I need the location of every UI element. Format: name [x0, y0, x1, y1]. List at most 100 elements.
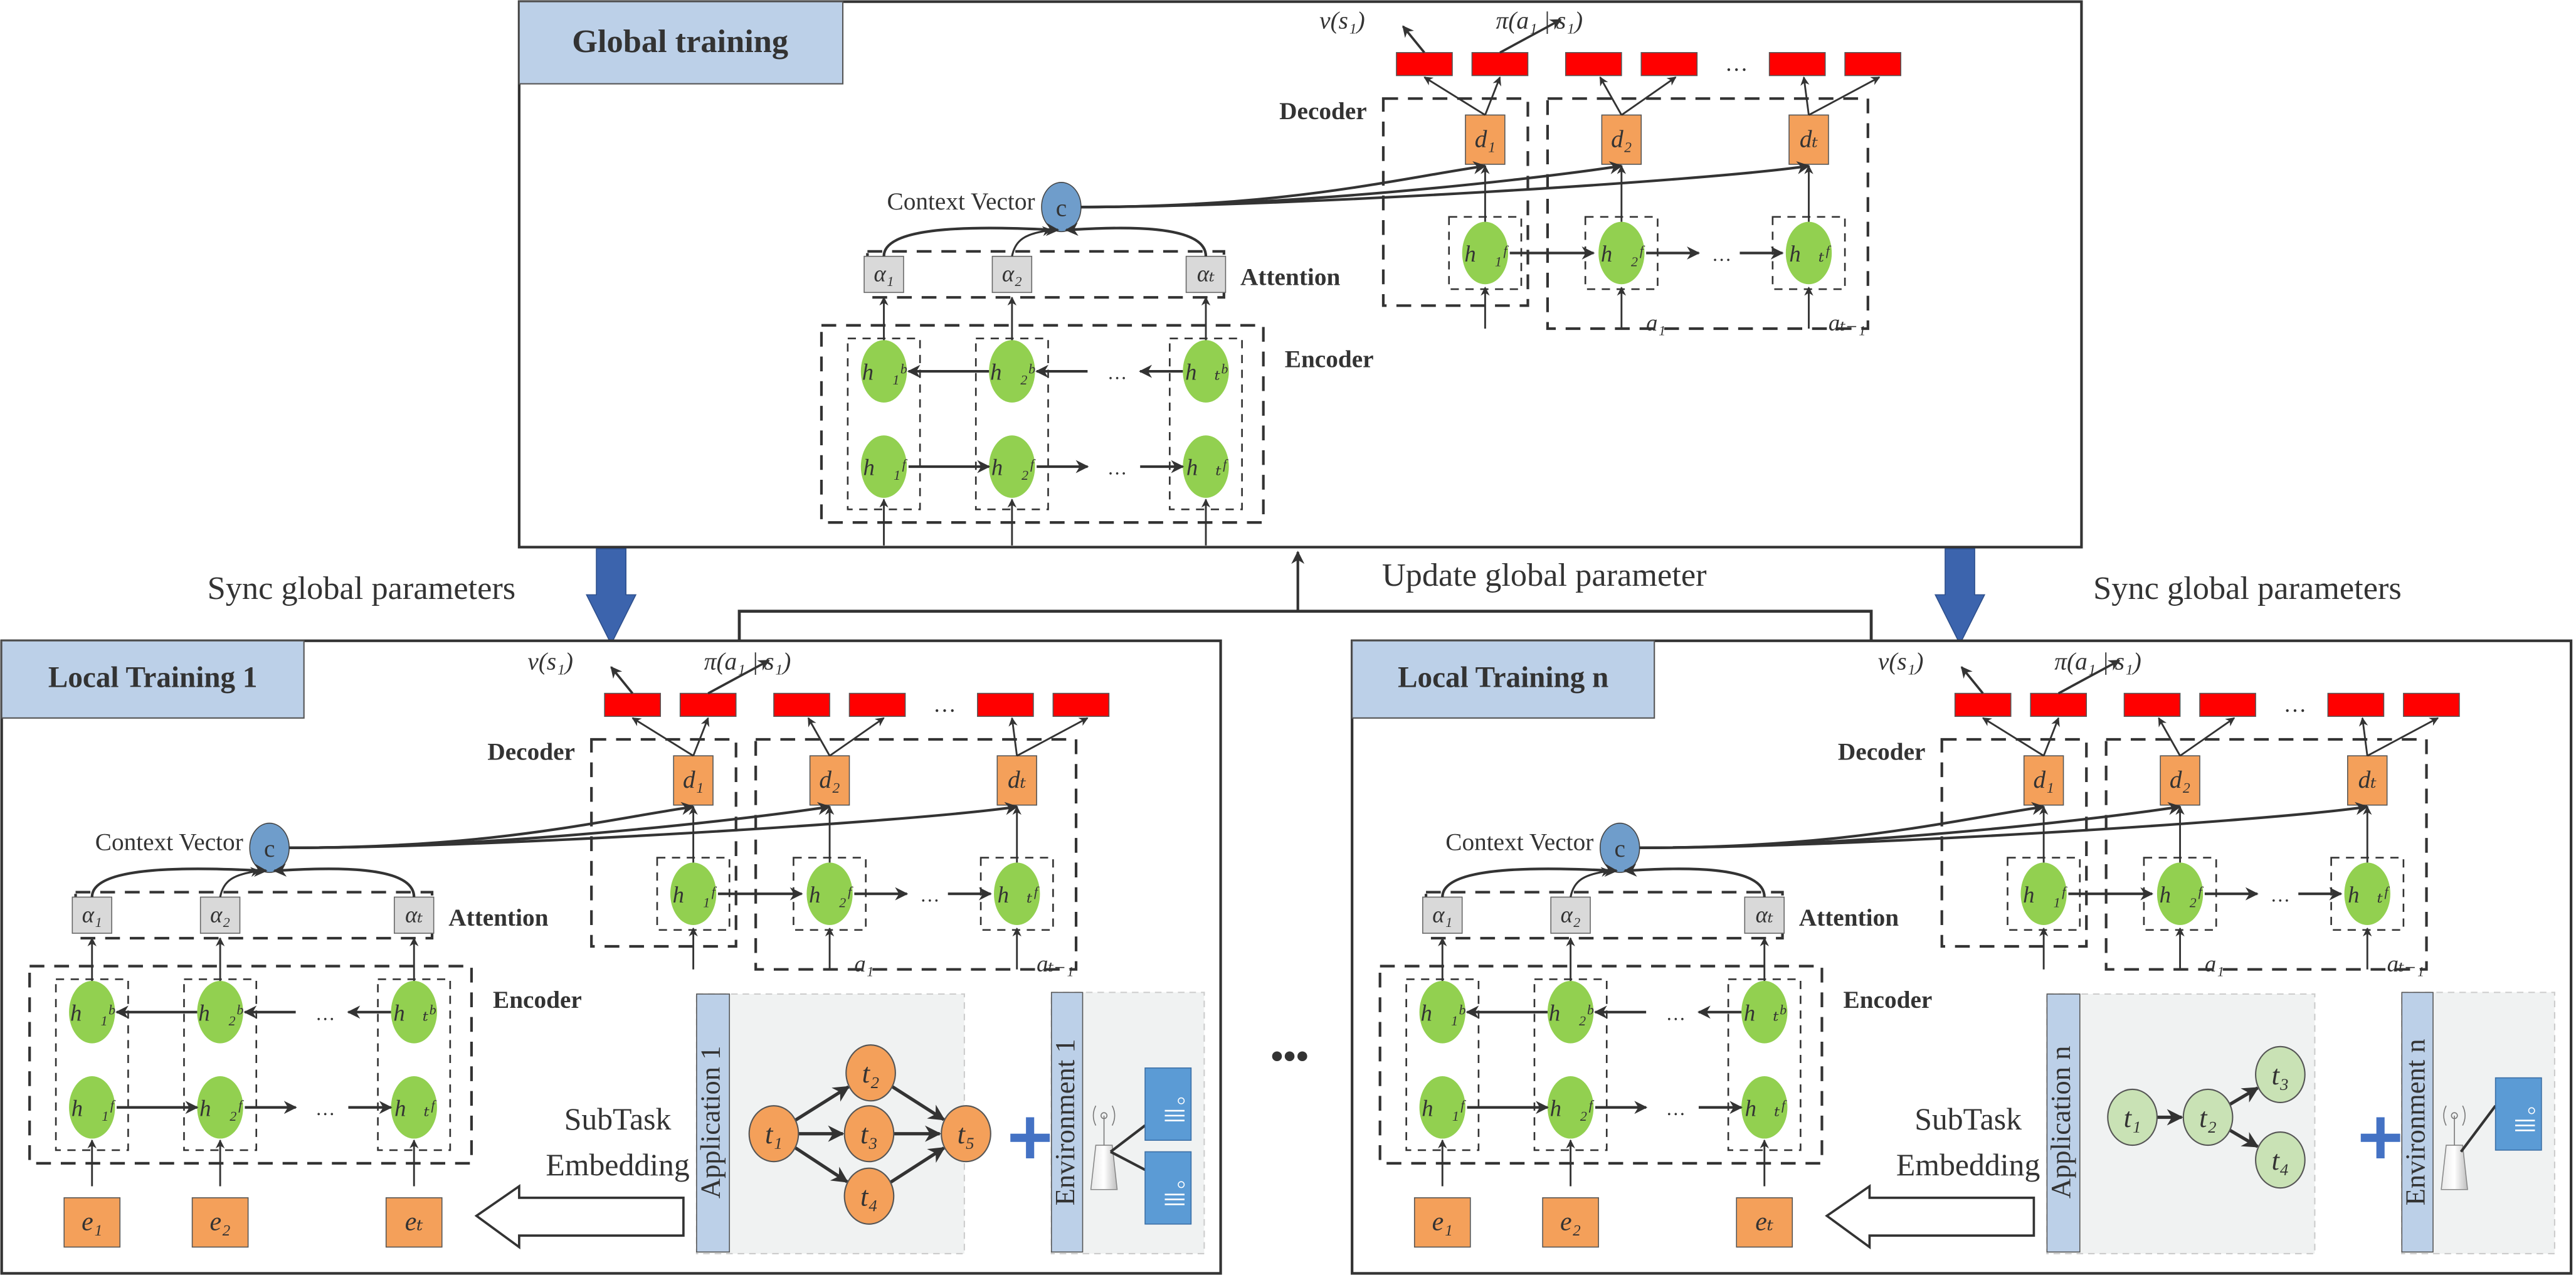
task-node	[845, 1044, 896, 1102]
update-collector-line	[737, 610, 1873, 641]
task-node	[2182, 1088, 2234, 1146]
encoder-backward-label: h⃖₁ᵇ	[862, 359, 907, 385]
application-label: Application 1	[694, 1046, 726, 1199]
task-node-label: t₄	[860, 1181, 878, 1212]
task-node	[941, 1105, 991, 1163]
subtask-embedding-label: eₜ	[405, 1207, 423, 1236]
encoder-forward-label: h⃗₂ᶠ	[1550, 1095, 1595, 1121]
decoder-to-output-arrow	[2358, 717, 2368, 756]
decoder-hidden-label: h⃗ₜᶠ	[2348, 882, 2390, 907]
encoder-backward-ellipsis: …	[1666, 1002, 1686, 1024]
encoder-forward-ellipsis: …	[1107, 457, 1127, 479]
plus-icon-vertical	[1026, 1117, 1035, 1158]
value-arrow	[610, 666, 634, 694]
task-node-label: t₁	[2124, 1102, 2141, 1133]
decoder-cell-label: dₜ	[1008, 766, 1027, 793]
encoder-forward-state	[1183, 435, 1229, 498]
encoder-backward-label: h⃖₂ᵇ	[1549, 1000, 1594, 1025]
decoder-cell-label: d₂	[1611, 125, 1632, 152]
subtask-label-line2: Embedding	[546, 1148, 689, 1182]
output-unit	[1565, 52, 1622, 77]
sync-left-label: Sync global parameters	[208, 570, 516, 606]
encoder-backward-ellipsis: …	[315, 1002, 335, 1024]
output-ellipsis: …	[2284, 691, 2307, 717]
task-node-label: t₃	[2271, 1059, 2289, 1091]
attention-to-context-arrow	[219, 867, 261, 897]
value-arrow	[1960, 666, 1984, 694]
encoder-forward-label: h⃗ₜᶠ	[1745, 1095, 1788, 1121]
global-panel-header	[518, 1, 844, 85]
encoder-forward-state	[1547, 1076, 1594, 1139]
decoder-cell	[2160, 755, 2200, 806]
server-power-led	[1178, 1181, 1185, 1188]
network-link	[1109, 1124, 1146, 1153]
attention-weight-label: αₜ	[1756, 901, 1773, 927]
decoder-cell	[2347, 755, 2388, 806]
context-to-decoder-arrow	[289, 802, 1018, 849]
decoder-label: Decoder	[1838, 739, 1926, 766]
task-node	[843, 1167, 895, 1225]
context-to-decoder-arrow	[1639, 802, 2369, 849]
decoder-to-output-arrow	[1484, 76, 1501, 115]
encoder-backward-state	[1547, 981, 1594, 1044]
output-unit	[604, 692, 662, 717]
attention-to-context-arrow	[1623, 863, 1766, 897]
decoder-to-output-arrow	[1599, 76, 1623, 116]
decoder-dashed-box-1	[1940, 738, 2088, 948]
encoder-forward-state	[69, 1076, 115, 1139]
attention-weight-cell	[71, 896, 112, 934]
decoder-ellipsis: …	[920, 884, 939, 906]
decoder-to-output-arrow	[829, 717, 885, 757]
local-training-panel-2: Local Training n…v(s₁)π(a₁ | s₁)Decoderd…	[1351, 639, 2573, 1275]
decoder-dashed-box-1	[590, 738, 737, 948]
output-unit	[977, 692, 1034, 717]
attention-to-context-arrow	[882, 223, 1060, 257]
decoder-ellipsis: …	[2271, 884, 2290, 906]
subtask-embedding-label: e₁	[1432, 1207, 1453, 1236]
decoder-input-label: aₜ₋₁	[1037, 951, 1074, 976]
context-vector-symbol: c	[264, 835, 275, 862]
decoder-input-label: a₁	[854, 951, 874, 976]
policy-arrow	[1499, 18, 1562, 54]
attention-to-context-arrow	[273, 863, 416, 897]
encoder-step-dashed-box	[1169, 337, 1243, 511]
encoder-step-dashed-box	[55, 978, 129, 1151]
plus-icon-vertical	[2376, 1117, 2385, 1158]
output-unit	[2123, 692, 2181, 717]
attention-weight-cell	[1422, 896, 1463, 934]
encoder-step-dashed-box	[183, 978, 258, 1151]
policy-output-label: π(a₁ | s₁)	[1496, 8, 1583, 34]
signal-waves-icon	[2443, 1105, 2466, 1126]
decoder-hidden-state	[2344, 862, 2390, 925]
value-arrow	[1401, 25, 1425, 53]
decoder-to-output-arrow	[1808, 76, 1881, 116]
decoder-hidden-state	[1598, 221, 1645, 285]
output-unit	[2030, 692, 2088, 717]
output-unit	[1052, 692, 1110, 717]
decoder-cell	[673, 755, 714, 806]
task-node	[843, 1105, 895, 1163]
server-power-led	[2528, 1107, 2535, 1114]
application-panel	[695, 993, 965, 1254]
decoder-hidden-label: h⃗₁ᶠ	[2023, 882, 2068, 907]
decoder-dashed-box-rest	[2104, 738, 2428, 971]
attention-weight-label: α₁	[874, 261, 894, 287]
task-node-label: t₅	[958, 1118, 975, 1150]
attention-weight-cell	[1550, 896, 1591, 934]
attention-weight-label: α₁	[82, 901, 102, 927]
decoder-cell	[1465, 114, 1506, 165]
output-unit	[2327, 692, 2385, 717]
output-unit	[1844, 52, 1901, 77]
decoder-label: Decoder	[487, 739, 575, 766]
decoder-hidden-state	[670, 862, 717, 925]
network-link	[1110, 1150, 1146, 1172]
local-panel-header	[1351, 640, 1655, 719]
policy-output-label: π(a₁ | s₁)	[2054, 648, 2141, 675]
subtask-embedding-label: e₂	[210, 1207, 231, 1236]
sync-parameters-arrow	[586, 548, 637, 645]
output-unit	[1471, 52, 1529, 77]
context-vector-symbol: c	[1614, 835, 1625, 862]
encoder-forward-ellipsis: …	[1666, 1098, 1686, 1119]
encoder-backward-label: h⃖₂ᵇ	[990, 359, 1035, 385]
